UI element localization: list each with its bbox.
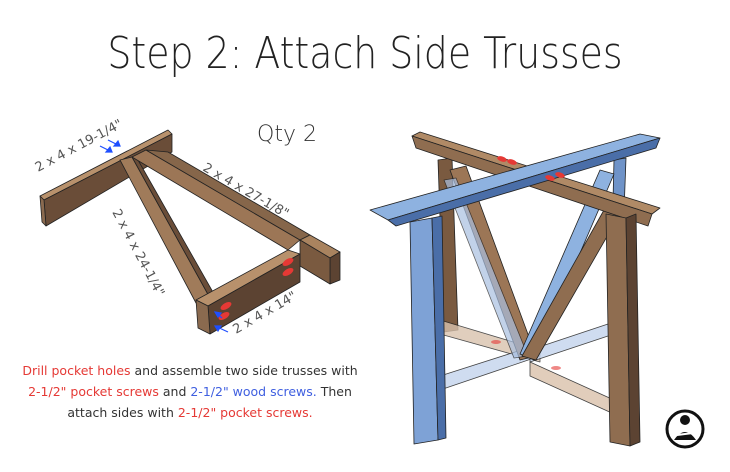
instruction-pocket-screws: 2-1/2" pocket screws — [28, 384, 159, 399]
instruction-and: and — [158, 384, 191, 399]
quantity-label: Qty 2 — [257, 122, 317, 147]
instruction-wood-screws: 2-1/2" wood screws. — [190, 384, 317, 399]
instruction-drill: Drill pocket holes — [22, 363, 131, 378]
instruction-attach: Then attach sides with — [67, 384, 352, 420]
screw-arrows — [99, 139, 229, 333]
side-truss-assembly — [39, 129, 341, 335]
assembled-table-base — [369, 131, 661, 447]
instructions-text: Drill pocket holes and assemble two side… — [20, 360, 360, 423]
instruction-assemble: and assemble two side trusses with — [130, 363, 358, 378]
woodworker-logo-icon — [665, 409, 705, 449]
page-title: Step 2: Attach Side Trusses — [107, 28, 623, 79]
instruction-pocket-screws-2: 2-1/2" pocket screws. — [177, 405, 313, 420]
assembly-pocket-holes — [491, 156, 565, 370]
